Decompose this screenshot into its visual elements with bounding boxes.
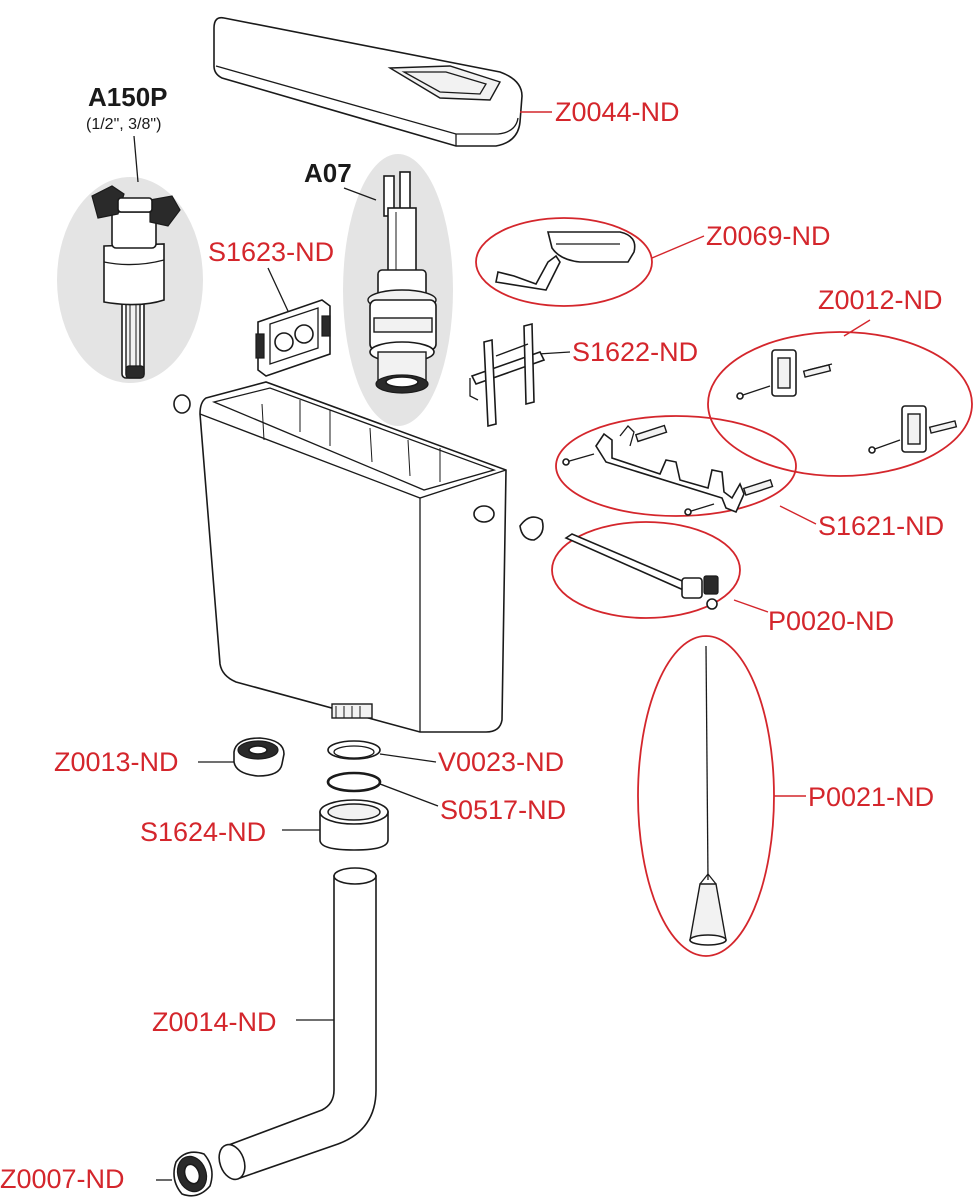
cistern-lid (213, 16, 523, 147)
flush-valve-code: A07 (304, 158, 352, 188)
seal-s0517 (326, 771, 382, 793)
overflow-bracket-s1623 (255, 299, 331, 377)
s1624-label: S1624-ND (140, 817, 266, 847)
ring-v0023-inner (333, 745, 375, 759)
z0007-label: Z0007-ND (0, 1164, 125, 1194)
flush-pipe-z0014 (218, 867, 377, 1181)
z0069-label: Z0069-ND (706, 221, 831, 251)
nut-z0007 (173, 1151, 213, 1197)
z0044-label: Z0044-ND (555, 97, 680, 127)
s0517-leader (379, 783, 439, 807)
z0014-label: Z0014-ND (152, 1007, 277, 1037)
s1622-leader (537, 351, 571, 355)
z0012-ring (707, 331, 973, 477)
pull-rod-p0021 (689, 645, 727, 946)
s1623-label: S1623-ND (208, 237, 334, 267)
z0012-leader (843, 319, 871, 337)
fill-valve-a150p (91, 185, 181, 379)
cistern-tank (173, 381, 544, 733)
fill-valve-code: A150P (88, 82, 168, 112)
s1622-label: S1622-ND (572, 337, 698, 367)
z0069-leader (651, 235, 705, 259)
v0023-label: V0023-ND (438, 747, 564, 777)
ring-v0023 (327, 740, 381, 760)
washer-z0013 (233, 737, 285, 777)
s1621-label: S1621-ND (818, 511, 944, 541)
flush-valve-a07 (367, 171, 437, 394)
fixing-set-z0012 (736, 349, 958, 454)
lever-bracket-s1622 (469, 322, 546, 428)
fill-valve-sizes: (1/2", 3/8") (86, 116, 161, 133)
p0020-label: P0020-ND (768, 606, 894, 636)
z0069-ring (475, 217, 653, 307)
button-linkage-z0069 (495, 231, 636, 291)
z0012-label: Z0012-ND (818, 285, 943, 315)
s1621-leader (779, 505, 817, 525)
v0023-leader (379, 753, 437, 763)
z0013-label: Z0013-ND (54, 747, 179, 777)
lever-rod-p0020 (564, 533, 719, 610)
lever-bracket-s1621 (562, 424, 774, 516)
p0021-label: P0021-ND (808, 782, 934, 812)
fill-valve-leader (133, 135, 139, 183)
sleeve-s1624 (319, 799, 389, 851)
flush-valve-leader (343, 187, 377, 201)
s1621-ring (555, 415, 797, 517)
p0020-ring (551, 521, 741, 619)
s0517-label: S0517-ND (440, 795, 566, 825)
p0020-leader (733, 599, 769, 613)
